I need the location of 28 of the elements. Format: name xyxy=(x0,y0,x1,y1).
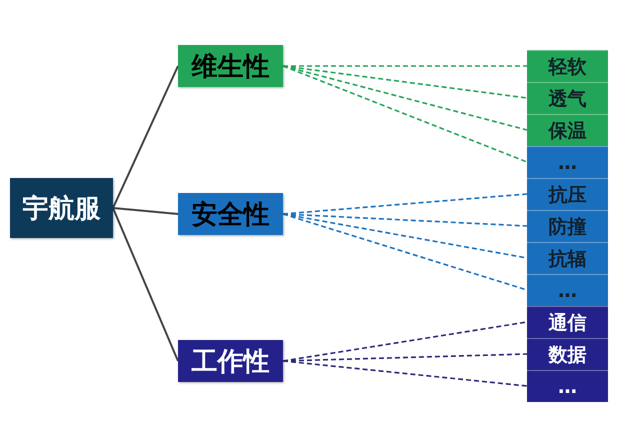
property-cell: 通信 xyxy=(527,306,608,338)
property-cell: 保温 xyxy=(527,114,608,146)
property-cell: 防撞 xyxy=(527,210,608,242)
category-box: 安全性 xyxy=(178,193,283,235)
category-box: 工作性 xyxy=(178,340,283,382)
dashed-connector xyxy=(282,213,528,227)
dashed-connector xyxy=(282,65,528,131)
dashed-connector xyxy=(282,65,528,163)
property-cell: … xyxy=(527,274,608,306)
dashed-connector xyxy=(282,65,528,99)
dashed-connector xyxy=(282,353,528,362)
connector-line xyxy=(112,208,179,362)
dashed-connector xyxy=(282,321,528,362)
property-cell: 抗辐 xyxy=(527,242,608,274)
dashed-connector xyxy=(282,360,528,387)
property-cell: 透气 xyxy=(527,82,608,114)
connector-line xyxy=(112,66,179,208)
root-box: 宇航服 xyxy=(10,178,113,238)
category-box: 维生性 xyxy=(178,45,283,87)
property-cell: … xyxy=(527,146,608,178)
property-cell: 轻软 xyxy=(527,50,608,82)
dashed-connector xyxy=(282,193,528,215)
dashed-connector xyxy=(282,213,528,291)
property-cell: 数据 xyxy=(527,338,608,370)
connector-line xyxy=(112,207,178,215)
property-cell: 抗压 xyxy=(527,178,608,210)
dashed-connector xyxy=(283,65,527,67)
property-cell: … xyxy=(527,370,608,402)
